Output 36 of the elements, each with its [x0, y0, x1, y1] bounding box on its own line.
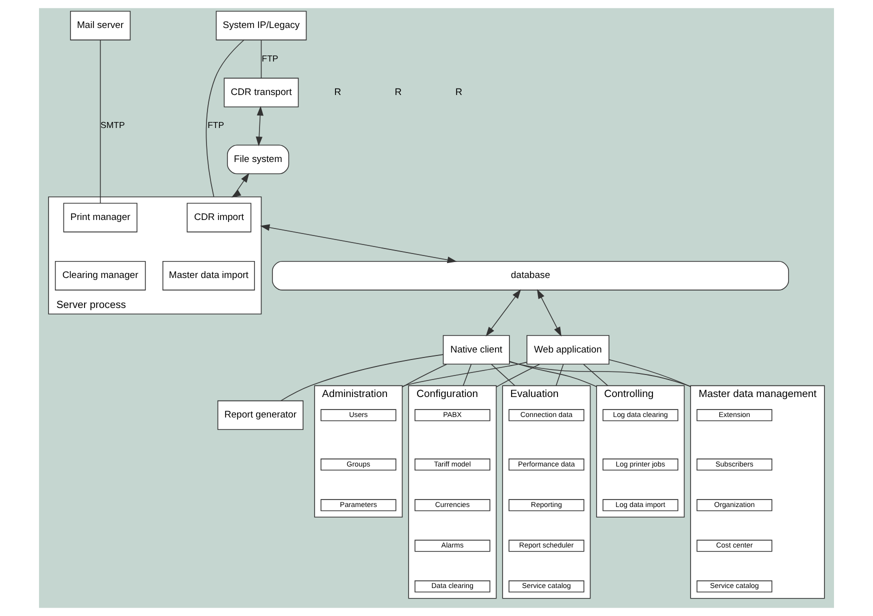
connector	[206, 40, 244, 198]
node-box: Web application	[526, 335, 610, 365]
connector	[583, 364, 608, 386]
connector	[402, 362, 528, 388]
connector	[491, 364, 516, 386]
connector	[260, 40, 262, 79]
connector	[402, 364, 448, 388]
edge-label: SMTP	[100, 120, 125, 130]
connector	[556, 364, 564, 386]
label: R	[455, 86, 462, 98]
edge-label: FTP	[262, 53, 278, 64]
label: R	[334, 86, 342, 98]
node-box: System IP/Legacy	[216, 10, 307, 40]
label: R	[394, 86, 402, 98]
arrow	[486, 289, 522, 336]
connector	[608, 359, 692, 388]
node-box: Mail server	[70, 10, 131, 40]
node-box: Master data import	[162, 261, 255, 290]
connector	[509, 360, 598, 388]
node-box: File system	[227, 144, 290, 174]
node-box: CDR import	[186, 202, 252, 232]
connector	[100, 40, 101, 204]
node-box: Print manager	[63, 202, 138, 232]
node-box: CDR transport	[224, 78, 299, 108]
node-box: Native client	[442, 335, 510, 365]
node-box: Clearing manager	[54, 261, 146, 290]
edge-label: FTP	[208, 120, 224, 130]
node-box: Report generator	[217, 400, 304, 430]
arrow	[536, 289, 562, 337]
connector	[462, 364, 472, 386]
arrow	[260, 224, 457, 264]
arrow	[231, 172, 250, 198]
arrow	[256, 106, 264, 146]
node-box: database	[272, 261, 789, 290]
connector	[280, 354, 444, 402]
connector	[496, 364, 540, 388]
